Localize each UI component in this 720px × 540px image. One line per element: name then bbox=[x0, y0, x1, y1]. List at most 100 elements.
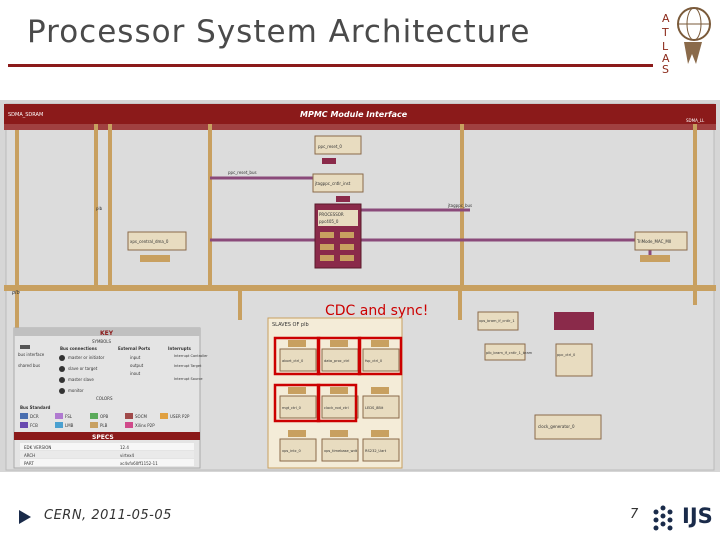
atlas-letter-2: T bbox=[661, 26, 669, 39]
page-number: 7 bbox=[630, 507, 639, 522]
ijs-text: IJS bbox=[682, 504, 713, 528]
slave-port bbox=[371, 340, 389, 347]
key-bus-standard: Bus Standard bbox=[20, 405, 51, 410]
ijs-logo bbox=[653, 505, 673, 531]
mpmc-title: MPMC Module Interface bbox=[300, 110, 408, 119]
key-interrupts: Interrupts bbox=[168, 346, 192, 351]
clock-block-label: clock_generator_0 bbox=[538, 424, 575, 429]
slave-port bbox=[288, 387, 306, 394]
atlas-letter-4: A bbox=[662, 52, 670, 65]
slave-block bbox=[362, 348, 400, 372]
color-swatch bbox=[90, 422, 98, 428]
key-shared-bus: shared bus bbox=[18, 363, 40, 368]
slave-port bbox=[330, 430, 348, 437]
reset-bus-label: ppc_reset_bus bbox=[228, 170, 257, 175]
key-colors-title: COLORS bbox=[96, 396, 113, 401]
color-swatch-label: SOCM bbox=[135, 414, 147, 419]
mpmc-right-tag: SDMA_LL bbox=[686, 118, 705, 123]
key-bus-interface: bus interface bbox=[18, 352, 45, 357]
slave-block bbox=[321, 438, 359, 462]
reset-block bbox=[314, 135, 362, 155]
spec-key: ARCH bbox=[24, 453, 35, 458]
key-title: KEY bbox=[100, 330, 114, 337]
spec-row bbox=[20, 451, 194, 458]
key-input: input bbox=[130, 355, 141, 360]
slave-port bbox=[330, 387, 348, 394]
slave-block bbox=[279, 395, 317, 419]
slave-block-label: abort_ctrl_0 bbox=[282, 359, 304, 363]
processor-name: ppc405_0 bbox=[319, 219, 339, 224]
key-bus-connections: Bus connections bbox=[60, 346, 97, 351]
key-output: output bbox=[130, 363, 144, 368]
color-swatch bbox=[90, 413, 98, 419]
slave-block bbox=[321, 395, 359, 419]
key-symbols-title: SYMBOLS bbox=[92, 339, 111, 344]
spec-row bbox=[20, 443, 194, 450]
key-int-source: Interrupt Source bbox=[174, 377, 203, 381]
slave-block bbox=[362, 438, 400, 462]
color-swatch bbox=[20, 422, 28, 428]
spec-key: EDK VERSION bbox=[24, 445, 51, 450]
spec-row bbox=[20, 459, 194, 466]
slave-block-label: xps_intc_0 bbox=[282, 449, 302, 453]
jtag-block-label: jtagppc_cntlr_inst bbox=[314, 181, 351, 186]
slave-block-label: xps_timebase_wdt bbox=[324, 449, 358, 453]
color-swatch bbox=[125, 413, 133, 419]
color-swatch bbox=[55, 413, 63, 419]
key-master: master or initiator bbox=[68, 355, 105, 360]
slave-block-label: fsp_ctrl_0 bbox=[365, 359, 383, 363]
slave-port bbox=[288, 430, 306, 437]
slave-block-label: RS232_Uart bbox=[365, 449, 387, 453]
jtag-block bbox=[312, 173, 364, 193]
slave-port bbox=[288, 340, 306, 347]
slave-block bbox=[362, 395, 400, 419]
atlas-letter-1: A bbox=[662, 12, 670, 25]
color-swatch-label: FSL bbox=[65, 414, 73, 419]
color-swatch-label: DCR bbox=[30, 414, 39, 419]
slave-block-label: mgt_ctrl_0 bbox=[282, 406, 302, 410]
color-swatch-label: OPB bbox=[100, 414, 109, 419]
key-int-controller: Interrupt Controller bbox=[174, 354, 208, 358]
mac-block-label: TriMode_MAC_MII bbox=[636, 239, 671, 244]
plb-bus bbox=[4, 285, 716, 291]
reset-block-label: ppc_reset_0 bbox=[318, 144, 342, 149]
dma-block bbox=[127, 231, 187, 251]
footer-arrow-icon bbox=[19, 510, 31, 524]
spec-value: 12.4 bbox=[120, 445, 129, 450]
color-swatch-label: LMB bbox=[65, 423, 74, 428]
color-swatch bbox=[20, 413, 28, 419]
footer-date: CERN, 2011-05-05 bbox=[44, 508, 172, 523]
key-int-target: Interrupt Target bbox=[174, 364, 202, 368]
dma-block-label: xps_central_dma_0 bbox=[130, 239, 169, 244]
slide-title: Processor System Architecture bbox=[27, 14, 531, 50]
color-swatch-label: Xilinx P2P bbox=[135, 423, 155, 428]
color-swatch-label: PLB bbox=[100, 423, 108, 428]
mpmc-header bbox=[4, 104, 716, 124]
specs-title: SPECS bbox=[92, 434, 114, 441]
atlas-letter-5: S bbox=[662, 63, 669, 74]
mac-block bbox=[634, 231, 688, 251]
slave-port bbox=[371, 430, 389, 437]
atlas-letter-3: L bbox=[662, 40, 669, 53]
spec-key: PART bbox=[24, 461, 34, 466]
slave-block bbox=[279, 438, 317, 462]
color-swatch bbox=[125, 422, 133, 428]
architecture-diagram: MPMC Module Interface SDMA_SDRAM SDMA_LL… bbox=[0, 100, 720, 472]
slave-block-label: LEDS_8Bit bbox=[365, 406, 384, 410]
plb-upper-label: plb bbox=[96, 206, 103, 211]
slave-port bbox=[371, 387, 389, 394]
key-monitor: monitor bbox=[68, 388, 84, 393]
mpmc-left-tag: SDMA_SDRAM bbox=[8, 112, 43, 118]
slave-port bbox=[330, 340, 348, 347]
cdc-callout: CDC and sync! bbox=[325, 303, 428, 319]
key-inout: inout bbox=[130, 371, 141, 376]
slaves-title: SLAVES OF plb bbox=[272, 322, 309, 328]
ppc-ctrl-label: ppc_ctrl_0 bbox=[557, 353, 576, 357]
title-rule bbox=[8, 64, 653, 67]
color-swatch bbox=[160, 413, 168, 419]
slave-block bbox=[279, 348, 317, 372]
clock-block bbox=[534, 414, 602, 440]
